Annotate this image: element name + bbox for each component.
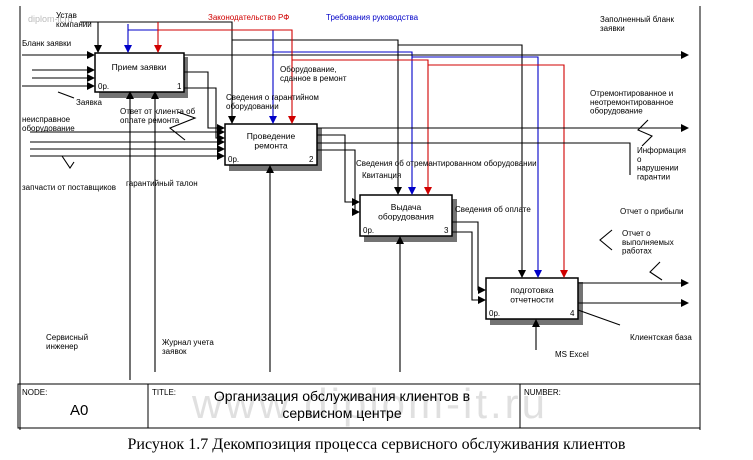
label-blank-zayavki: Бланк заявки [22,39,71,48]
box-1-num: 1 [177,82,182,91]
box-1-title: Прием заявки [112,62,167,72]
label-kvitanciya: Квитанция [362,171,401,180]
output-arrows [184,51,689,326]
diagram-title-line1: Организация обслуживания клиентов в [214,388,470,404]
box-2-cost: 0р. [228,155,239,164]
figure-caption: Рисунок 1.7 Декомпозиция процесса сервис… [127,436,626,453]
node-label: NODE: [22,388,47,397]
number-label: NUMBER: [524,388,561,397]
title-block: NODE: A0 TITLE: NUMBER: Организация обсл… [17,383,701,429]
label-svedeniya-otremont: Сведения об отремантированном оборудован… [356,159,537,168]
box-4-cost: 0р. [489,309,500,318]
label-zapchasti: запчасти от поставщиков [22,183,116,192]
label-zakonodatelstvo: Законодательство РФ [208,13,289,22]
diagram-frame [19,6,701,430]
box-4-num: 4 [570,309,575,318]
box-3-num: 3 [444,226,449,235]
label-trebovaniya: Требования руководства [326,13,419,22]
box-3-cost: 0р. [363,226,374,235]
label-ms-excel: MS Excel [555,350,589,359]
label-svedeniya-oplate: Сведения об оплате [455,205,531,214]
watermark-small: diplom-it.ru [28,14,73,24]
mechanism-arrows [126,91,540,380]
box-1-cost: 0р. [98,82,109,91]
input-arrows [22,51,225,169]
label-klientskaya-baza: Клиентская база [630,333,692,342]
label-zayavka: Заявка [76,98,103,107]
title-label: TITLE: [152,388,176,397]
box-1: Прием заявки 0р. 1 [94,52,188,98]
label-otchet-pribyli: Отчет о прибыли [620,207,684,216]
watermark: www.diplom-it.ru [191,380,548,427]
diagram-title-line2: сервисном центре [282,405,401,421]
label-garant-talon: гарантийный талон [126,179,198,188]
internal-arrows [184,71,486,304]
node-value: A0 [70,402,88,419]
label-oborudovanie-sdannoe: Оборудование,сданное в ремонт [280,65,347,83]
box-2-num: 2 [309,155,314,164]
